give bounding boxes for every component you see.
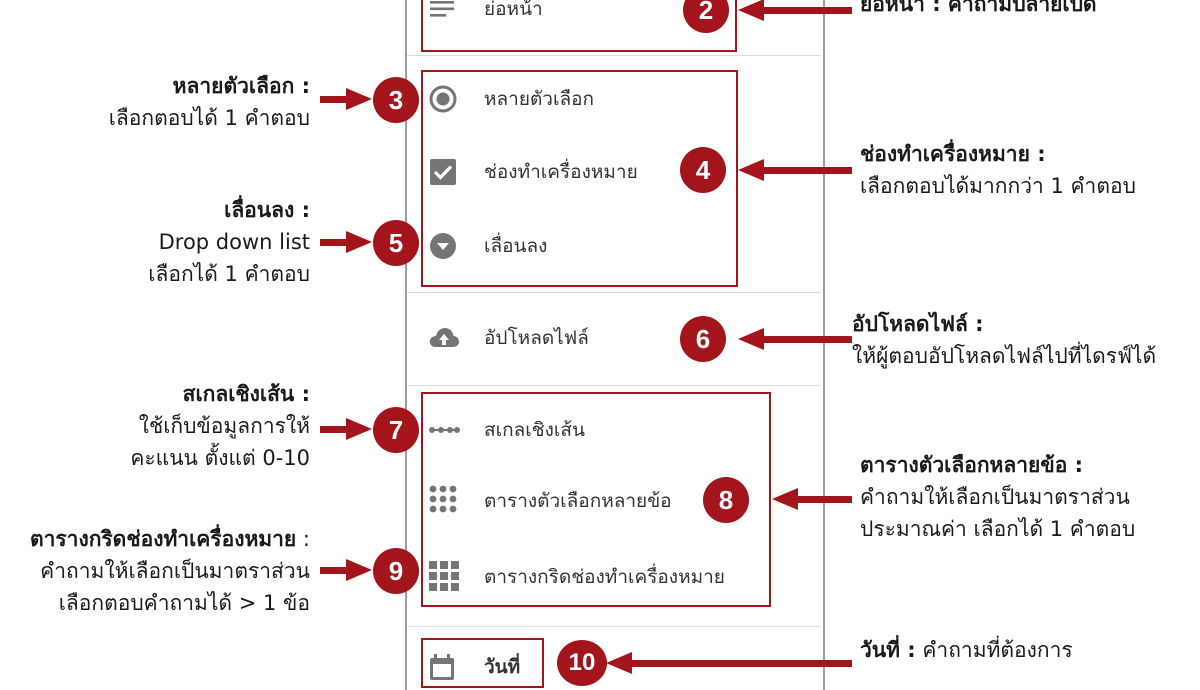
arrows-layer	[320, 0, 852, 674]
note-5: เลื่อนลง : Drop down list เลือกได้ 1 คำต…	[148, 194, 310, 290]
menu-item-label: ช่องทำเครื่องหมาย	[484, 161, 638, 183]
arrow-5	[320, 231, 372, 253]
menu-item-linear-scale[interactable]: สเกลเชิงเส้น	[428, 415, 585, 445]
menu-item-checkboxes[interactable]: ช่องทำเครื่องหมาย	[428, 157, 638, 187]
badge-5: 5	[373, 220, 419, 266]
note-title: หลายตัวเลือก :	[172, 74, 310, 98]
menu-item-label: อัปโหลดไฟล์	[484, 327, 589, 349]
note-line: ให้ผู้ตอบอัปโหลดไฟล์ไปที่ไดรฟ์ได้	[852, 344, 1157, 368]
diagram: ย่อหน้า หลายตัวเลือก ช่องทำเครื่องหมาย เ…	[30, 0, 1156, 690]
note-line: เลือกตอบได้มากกว่า 1 คำตอบ	[860, 174, 1136, 198]
menu-item-mc-grid[interactable]: ตารางตัวเลือกหลายข้อ	[428, 485, 672, 516]
menu-item-label: ย่อหน้า	[484, 0, 543, 20]
note-title-suffix: :	[296, 527, 310, 551]
arrow-10	[606, 652, 852, 674]
menu-item-file-upload[interactable]: อัปโหลดไฟล์	[428, 323, 589, 353]
note-title: ตารางกริดช่องทำเครื่องหมาย	[29, 527, 297, 551]
highlight-box-paragraph	[421, 0, 737, 52]
menu-item-label: ตารางกริดช่องทำเครื่องหมาย	[484, 566, 725, 588]
linear-scale-icon	[428, 415, 462, 445]
note-10: วันที่ : คำถามที่ต้องการ	[860, 634, 1073, 666]
arrow-9	[320, 559, 372, 581]
highlight-box-choices	[421, 70, 738, 287]
note-line: เลือกได้ 1 คำตอบ	[148, 262, 310, 286]
badge-4: 4	[680, 147, 726, 193]
note-2: ย่อหน้า : คำถามปลายเปิด	[860, 0, 1097, 20]
note-title: เลื่อนลง :	[224, 198, 310, 222]
highlight-box-grids	[421, 392, 771, 607]
arrow-7	[320, 418, 372, 440]
arrow-3	[320, 88, 372, 110]
note-8: ตารางตัวเลือกหลายข้อ : คำถามให้เลือกเป็น…	[860, 449, 1135, 545]
dot-grid-icon	[428, 485, 462, 516]
note-title: สเกลเชิงเส้น :	[182, 382, 310, 406]
note-line: คะแนน ตั้งแต่ 0-10	[130, 446, 310, 470]
dropdown-icon	[428, 231, 462, 261]
separator	[407, 55, 821, 56]
cloud-upload-icon	[428, 323, 462, 353]
arrow-4	[738, 159, 852, 181]
menu-item-paragraph[interactable]: ย่อหน้า	[428, 0, 543, 24]
menu-item-label: วันที่	[484, 656, 521, 678]
separator	[407, 626, 821, 627]
radio-button-icon	[428, 84, 462, 114]
menu-item-multiple-choice[interactable]: หลายตัวเลือก	[428, 84, 594, 114]
menu-item-label: ตารางตัวเลือกหลายข้อ	[484, 490, 672, 512]
note-title: วันที่ :	[860, 638, 916, 662]
badge-3: 3	[373, 77, 419, 123]
menu-item-checkbox-grid[interactable]: ตารางกริดช่องทำเครื่องหมาย	[428, 561, 725, 592]
menu-item-label: เลื่อนลง	[484, 235, 548, 257]
note-9: ตารางกริดช่องทำเครื่องหมาย : คำถามให้เลื…	[30, 523, 310, 619]
note-title: ช่องทำเครื่องหมาย :	[860, 142, 1046, 166]
note-6: อัปโหลดไฟล์ : ให้ผู้ตอบอัปโหลดไฟล์ไปที่ไ…	[852, 308, 1156, 372]
badge-10: 10	[557, 640, 607, 686]
arrow-8	[772, 488, 852, 510]
separator	[407, 292, 821, 293]
note-line: ใช้เก็บข้อมูลการให้	[138, 414, 310, 438]
note-line: คำถามให้เลือกเป็นมาตราส่วน	[40, 559, 310, 583]
badge-7: 7	[373, 407, 419, 453]
menu-item-label: สเกลเชิงเส้น	[484, 419, 585, 441]
separator	[407, 385, 821, 386]
menu-item-label: หลายตัวเลือก	[484, 88, 595, 110]
note-line: เลือกตอบคำถามได้ > 1 ข้อ	[58, 591, 310, 615]
paragraph-icon	[428, 0, 462, 24]
arrow-2	[738, 0, 852, 21]
square-grid-icon	[428, 561, 462, 592]
note-4: ช่องทำเครื่องหมาย : เลือกตอบได้มากกว่า 1…	[860, 138, 1136, 202]
note-title: ย่อหน้า : คำถามปลายเปิด	[860, 0, 1097, 16]
note-7: สเกลเชิงเส้น : ใช้เก็บข้อมูลการให้ คะแนน…	[130, 378, 310, 474]
note-3: หลายตัวเลือก : เลือกตอบได้ 1 คำตอบ	[109, 70, 310, 134]
badge-6: 6	[680, 316, 726, 362]
note-line: Drop down list	[158, 230, 310, 254]
note-line: ประมาณค่า เลือกได้ 1 คำตอบ	[860, 517, 1136, 541]
note-title: อัปโหลดไฟล์ :	[852, 312, 984, 336]
note-line: เลือกตอบได้ 1 คำตอบ	[108, 106, 310, 130]
note-line: คำถามให้เลือกเป็นมาตราส่วน	[860, 485, 1130, 509]
note-title: ตารางตัวเลือกหลายข้อ :	[860, 453, 1084, 477]
arrow-6	[738, 328, 852, 350]
badge-8: 8	[703, 477, 749, 523]
badge-9: 9	[373, 548, 419, 594]
menu-item-dropdown[interactable]: เลื่อนลง	[428, 231, 547, 261]
note-title-rest: คำถามที่ต้องการ	[915, 638, 1073, 662]
checkbox-icon	[428, 157, 462, 187]
